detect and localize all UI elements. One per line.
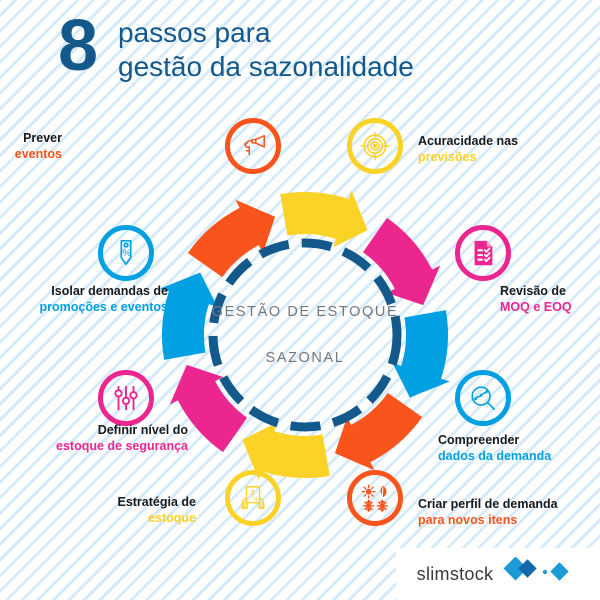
step-8-icon-badge[interactable]: % <box>98 225 154 281</box>
step-6-label: Estratégia de estoque <box>117 494 196 526</box>
arrow-segment-6 <box>242 422 330 480</box>
price-tag-percent-icon: % <box>111 238 141 268</box>
step-1-label-line1: Prever <box>23 131 62 145</box>
step-3-label-line2: MOQ e EOQ <box>500 300 572 314</box>
checklist-document-icon <box>468 238 498 268</box>
footer-logo: slimstock <box>396 548 600 600</box>
step-2-icon-badge[interactable] <box>347 118 403 174</box>
step-2-label: Acuracidade nas previsões <box>418 133 518 165</box>
brand-name: slimstock <box>416 563 494 584</box>
step-3-label: Revisão de MOQ e EOQ <box>500 283 572 315</box>
step-4-label: Compreender dados da demanda <box>438 432 551 464</box>
step-7-label-line1: Definir nível do <box>97 423 188 437</box>
svg-text:%: % <box>253 496 259 503</box>
step-2-label-line1: Acuracidade nas <box>418 134 519 148</box>
magnifier-chart-icon <box>468 383 498 413</box>
step-4-label-line1: Compreender <box>438 433 520 447</box>
wheel-arrows <box>160 190 450 480</box>
megaphone-hand-icon <box>238 131 268 161</box>
cycle-wheel: GESTÃO DE ESTOQUE SAZONAL <box>150 180 460 490</box>
step-3-icon-badge[interactable] <box>455 225 511 281</box>
four-seasons-icon <box>360 483 391 514</box>
step-6-label-line1: Estratégia de <box>117 495 196 509</box>
step-7-label-line2: estoque de segurança <box>56 439 188 453</box>
inner-dashed-ring <box>208 238 402 432</box>
step-1-label-line2: eventos <box>14 147 62 161</box>
hands-money-box-icon: $ % <box>238 483 268 513</box>
step-6-icon-badge[interactable]: $ % <box>225 470 281 526</box>
arrow-segment-7 <box>169 364 248 453</box>
step-8-label: Isolar demandas de promoções e eventos <box>39 283 168 315</box>
arrow-segment-8 <box>160 272 218 360</box>
step-5-icon-badge[interactable] <box>347 470 403 526</box>
sliders-equalizer-icon <box>111 383 141 413</box>
center-line-1: GESTÃO DE ESTOQUE <box>211 304 399 320</box>
arrow-segment-4 <box>392 310 450 398</box>
header: 8 passos para gestão da sazonalidade <box>0 0 600 100</box>
svg-text:%: % <box>122 248 130 258</box>
step-count-number: 8 <box>58 6 98 86</box>
step-5-label-line2: para novos itens <box>418 513 518 527</box>
step-8-label-line2: promoções e eventos <box>39 300 168 314</box>
svg-text:$: $ <box>250 488 255 497</box>
step-3-label-line1: Revisão de <box>500 284 567 298</box>
step-6-label-line2: estoque <box>148 511 196 525</box>
arrow-segment-5 <box>334 392 423 471</box>
center-label: GESTÃO DE ESTOQUE SAZONAL <box>150 180 460 490</box>
arrow-segment-3 <box>362 217 441 306</box>
diamonds-icon <box>501 555 579 592</box>
center-line-2: SAZONAL <box>265 350 345 366</box>
page-title: passos para gestão da sazonalidade <box>118 16 414 84</box>
step-4-label-line2: dados da demanda <box>438 449 552 463</box>
step-5-label: Criar perfil de demanda para novos itens <box>418 496 558 528</box>
step-1-icon-badge[interactable] <box>225 118 281 174</box>
step-7-label: Definir nível do estoque de segurança <box>56 422 188 454</box>
step-2-label-line2: previsões <box>418 150 477 164</box>
step-4-icon-badge[interactable] <box>455 370 511 426</box>
arrow-segment-1 <box>187 199 276 278</box>
step-8-label-line1: Isolar demandas de <box>51 284 168 298</box>
step-5-label-line1: Criar perfil de demanda <box>418 497 558 511</box>
step-1-label: Prever eventos <box>15 130 62 162</box>
title-line-1: passos para <box>118 17 271 48</box>
target-bullseye-icon <box>360 131 390 161</box>
step-7-icon-badge[interactable] <box>98 370 154 426</box>
arrow-segment-2 <box>280 190 368 248</box>
title-line-2: gestão da sazonalidade <box>118 51 414 82</box>
